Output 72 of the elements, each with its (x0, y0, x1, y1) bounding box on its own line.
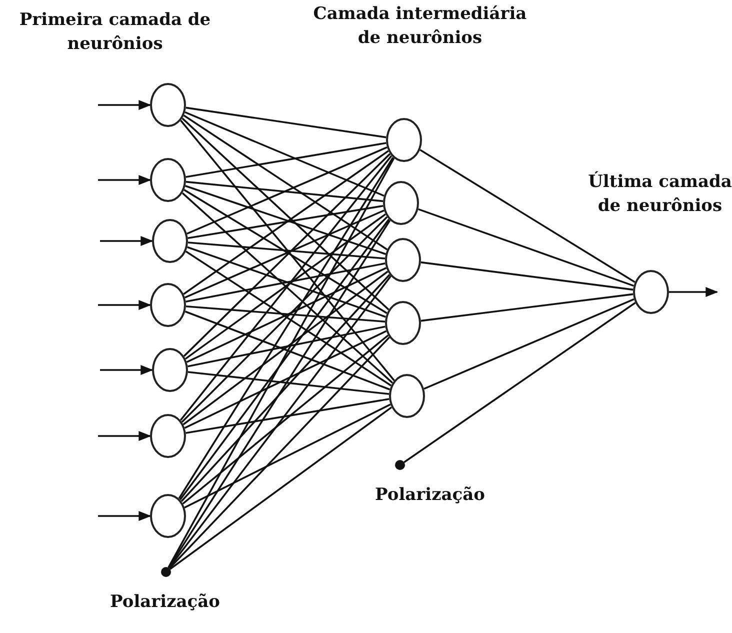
connection-line (180, 274, 390, 502)
connection-line (184, 213, 386, 360)
connection-line (186, 106, 386, 138)
connection-line (184, 330, 387, 429)
arrow (98, 300, 152, 310)
connection-line (168, 336, 390, 570)
connection-line (182, 270, 388, 426)
layer-heading: Camada intermediária de neurônios (312, 3, 528, 50)
connection-line (169, 406, 392, 570)
connection-line (182, 192, 394, 384)
connection-line (420, 149, 636, 283)
arrow (669, 286, 718, 298)
connection-line (188, 371, 390, 395)
connection-line (186, 142, 386, 178)
connection-line (186, 398, 390, 434)
bias-dot (395, 460, 405, 470)
arrow (100, 236, 154, 246)
connection-line (168, 158, 395, 568)
connection-line (186, 180, 384, 202)
connection-line (183, 153, 391, 357)
connection-line (424, 298, 634, 390)
connection-line (183, 114, 388, 250)
connection-line (418, 208, 634, 287)
connection-line (185, 250, 392, 386)
layer-heading: Última camada de neurônios (587, 170, 732, 218)
neuron-circle (150, 83, 186, 127)
connection-line (184, 404, 391, 508)
connection-line (186, 146, 388, 235)
connection-line (184, 111, 384, 197)
connection-line (186, 262, 386, 302)
arrow (100, 364, 154, 376)
connection-line (187, 246, 386, 318)
connection-line (184, 189, 388, 314)
connection-line (186, 267, 387, 363)
neuron-circle (150, 158, 186, 202)
arrow (98, 174, 152, 186)
connection-line (180, 155, 392, 421)
neuron-circle (150, 283, 186, 327)
connection-line (188, 326, 386, 368)
connection-line (179, 218, 390, 500)
arrow (98, 510, 152, 522)
connection-line (188, 242, 386, 260)
neuron-circle (150, 414, 186, 458)
connection-line (185, 185, 386, 255)
bias-label: Polarização (109, 591, 221, 614)
connection-line (181, 216, 388, 423)
neuron-circle (152, 348, 188, 392)
neuron-circle (633, 270, 669, 314)
connection-line (180, 120, 395, 382)
connection-line (188, 205, 384, 239)
neuron-circle (385, 301, 421, 345)
bias-dot (161, 567, 171, 577)
arrow (98, 430, 152, 442)
connection-line (420, 261, 634, 291)
neuron-circle (383, 181, 419, 225)
connection-line (404, 302, 636, 463)
connection-line (182, 118, 390, 310)
bias-label: Polarização (374, 484, 486, 507)
layer-heading: Primeira camada de neurônios (18, 9, 212, 56)
connection-line (420, 293, 634, 322)
neuron-circle (150, 494, 186, 538)
neuron-circle (389, 374, 425, 418)
connection-line (178, 157, 394, 499)
neuron-circle (386, 118, 422, 162)
connection-line (186, 306, 386, 322)
arrow (98, 100, 152, 110)
connection-line (182, 334, 389, 504)
connection-line (184, 210, 384, 298)
neuron-circle (152, 219, 188, 263)
connection-line (184, 310, 390, 390)
neuron-circle (385, 238, 421, 282)
connection-line (183, 150, 389, 295)
